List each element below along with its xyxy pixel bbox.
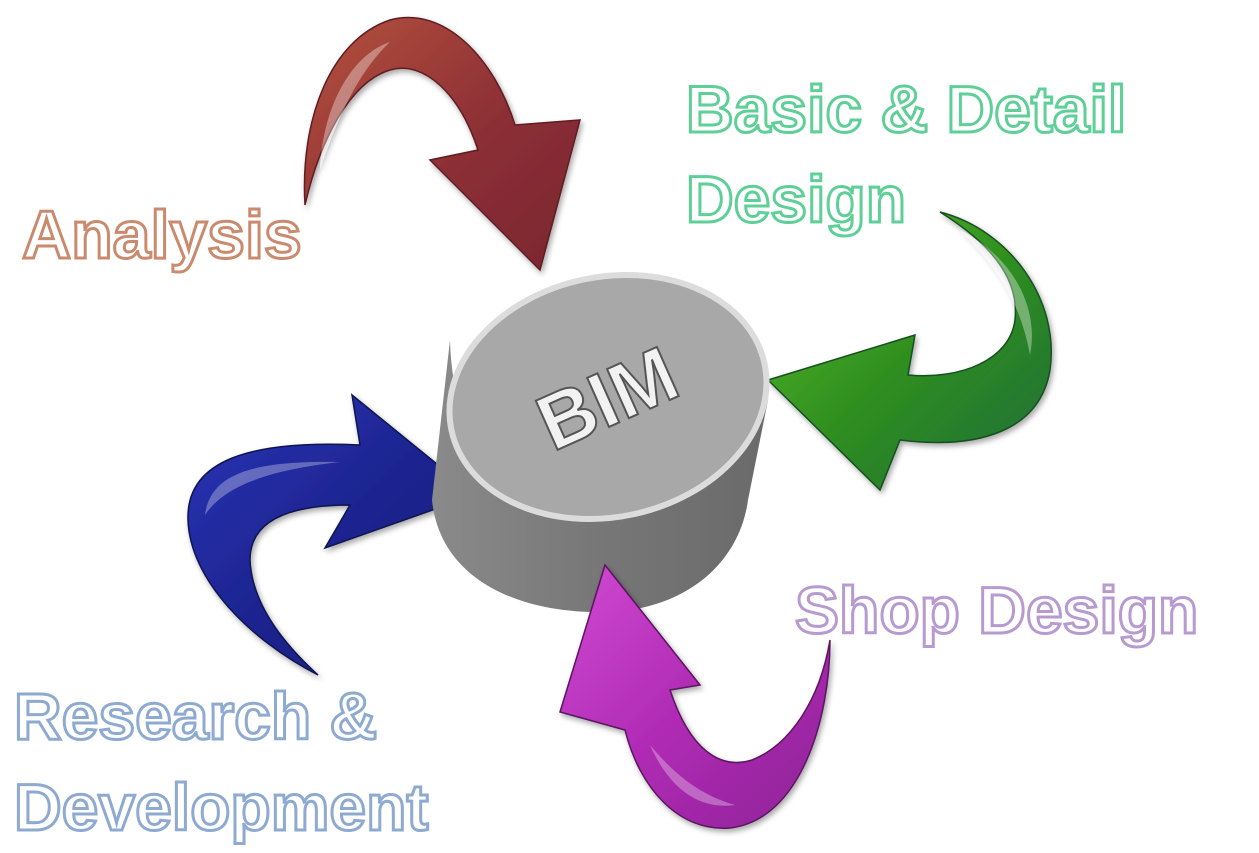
analysis-arrow-shape [303,16,581,272]
analysis-label: Analysis [21,196,304,275]
research-development-label-line-1: Research & [14,679,377,753]
basic-detail-design-label-line-1: Basic & Detail [686,72,1126,146]
basic-detail-design-label-line-2: Design [686,162,906,236]
bim-cylinder: BIM [432,271,770,613]
shop-design-label: Shop Design [794,572,1200,649]
analysis-arrow [303,16,581,272]
shop-design-arrow-shape [559,563,831,829]
research-development-arrow [187,393,477,676]
basic-detail-design-arrow-shape [766,211,1052,492]
research-development-label: Research & Development [13,678,430,846]
basic-detail-design-arrow [766,211,1052,492]
analysis-label-line-1: Analysis [22,197,302,273]
shop-design-label-line-1: Shop Design [795,573,1198,647]
research-development-label-line-2: Development [14,770,428,844]
cylinder-top [446,271,770,523]
research-development-arrow-shape [187,393,477,676]
basic-detail-design-label: Basic & Detail Design [685,71,1128,238]
cylinder-side [432,340,768,613]
shop-design-arrow [559,563,831,829]
